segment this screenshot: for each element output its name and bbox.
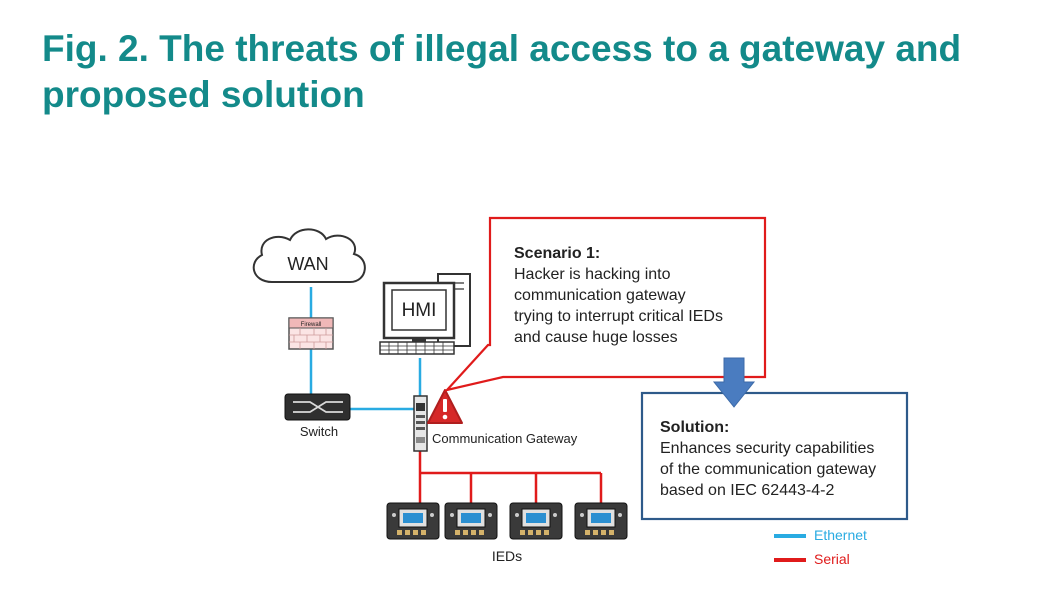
serial-links [418,451,603,503]
switch-icon [284,393,351,421]
scenario-line-3: trying to interrupt critical IEDs [514,308,723,325]
scenario-line-4: and cause huge losses [514,329,678,346]
arrow-down-icon [712,357,756,408]
scenario-line-1: Hacker is hacking into [514,266,671,283]
solution-line-2: of the communication gateway [660,461,876,478]
warning-icon [427,389,463,424]
title-line-2: proposed solution [42,74,365,115]
solution-line-1: Enhances security capabilities [660,440,874,457]
gateway-icon [413,395,428,452]
ied-device-1 [386,502,440,540]
legend-serial-label: Serial [814,551,850,567]
title-line-1: Fig. 2. The threats of illegal access to… [42,28,962,69]
legend-ethernet-label: Ethernet [814,527,867,543]
scenario-callout [443,216,767,392]
firewall-icon [288,317,334,350]
computer-icon [379,273,471,355]
cloud-icon [252,228,366,283]
hmi-label: HMI [402,300,437,321]
ied-device-3 [509,502,563,540]
ied-device-icon [386,502,628,540]
firewall-label: Firewall [301,322,322,328]
solution-heading: Solution: [660,419,729,436]
page-title: Fig. 2. The threats of illegal access to… [42,26,1042,118]
switch-label: Switch [300,424,338,439]
scenario-heading: Scenario 1: [514,245,600,262]
legend: Ethernet Serial [774,527,867,567]
ieds-label: IEDs [492,548,522,564]
gateway-label: Communication Gateway [432,431,578,446]
solution-box [640,391,909,521]
wan-label: WAN [287,254,328,274]
ethernet-links [309,287,422,411]
scenario-line-2: communication gateway [514,287,686,304]
ied-device-4 [574,502,628,540]
solution-line-3: based on IEC 62443-4-2 [660,482,834,499]
ied-device-2 [444,502,498,540]
